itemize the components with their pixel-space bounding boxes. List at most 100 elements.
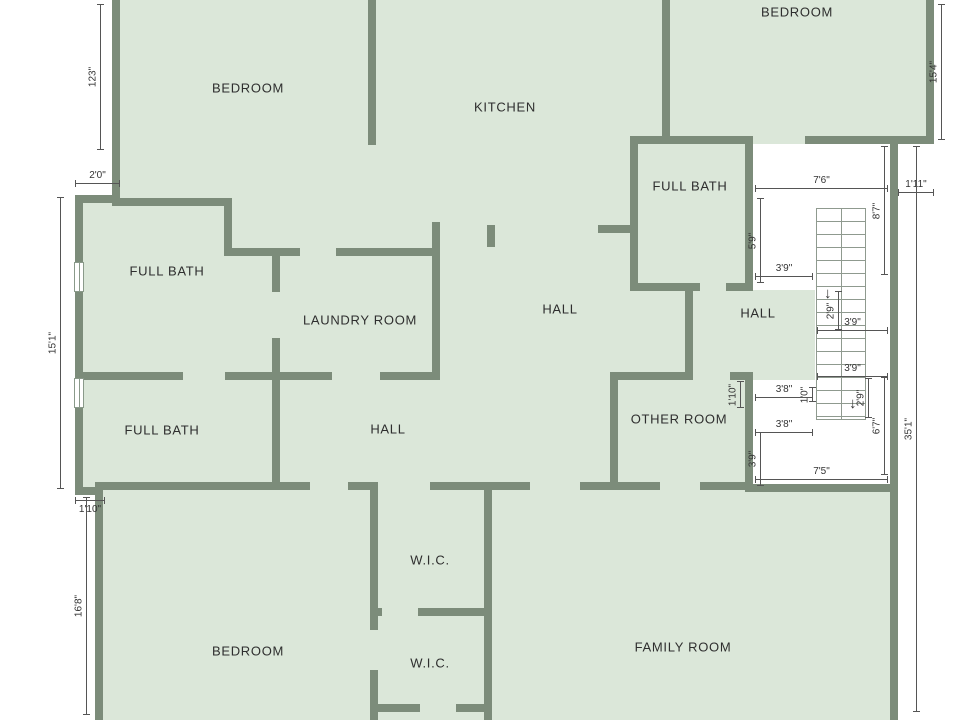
wall — [430, 482, 498, 490]
dimension-text: 15'1" — [47, 331, 59, 355]
dimension-line — [865, 378, 872, 418]
wall — [336, 248, 440, 256]
wall — [83, 372, 183, 380]
room-label-wic-lower: W.I.C. — [410, 655, 450, 671]
wall — [745, 372, 753, 492]
dimension-text: 35'1" — [903, 417, 915, 441]
dimension-line — [757, 198, 764, 283]
wall — [75, 195, 120, 203]
room-label-bedroom-bottom-left: BEDROOM — [211, 643, 285, 659]
dimension-text: 1'0" — [799, 386, 811, 403]
dimension-text: 3'9" — [844, 317, 861, 328]
dimension-text: 1'10" — [78, 504, 102, 515]
wall — [580, 482, 618, 490]
floor-area — [112, 0, 934, 144]
room-label-hall-right: HALL — [740, 305, 776, 321]
wall — [745, 136, 753, 291]
dimension-text: 16'8" — [73, 594, 85, 618]
wall — [368, 0, 376, 145]
staircase-divider-line — [841, 209, 842, 419]
wall — [745, 484, 898, 492]
dimension-line — [75, 497, 105, 504]
room-label-other-room: OTHER ROOM — [630, 411, 728, 427]
window-pane-line — [79, 263, 80, 291]
dimension-line — [835, 291, 842, 330]
wall — [805, 136, 934, 144]
dimension-line — [755, 394, 813, 401]
wall — [272, 372, 332, 380]
dimension-text: 2'0" — [89, 170, 106, 181]
dimension-line — [817, 327, 888, 334]
wall — [484, 482, 530, 490]
stairs-down-arrow-icon: ↓ — [849, 395, 857, 412]
dimension-line — [881, 377, 888, 475]
room-label-full-bath-lower-left: FULL BATH — [124, 422, 200, 438]
dimension-line — [881, 146, 888, 275]
dimension-text: 6'7" — [871, 417, 883, 435]
room-label-laundry-room: LAUNDRY ROOM — [302, 312, 418, 328]
dimension-line — [913, 146, 920, 712]
wall — [370, 482, 378, 630]
dimension-text: 7'5" — [813, 466, 830, 477]
wall — [700, 482, 753, 490]
wall — [224, 198, 232, 256]
dimension-line — [755, 429, 813, 436]
wall — [890, 136, 898, 720]
wall — [370, 608, 382, 616]
wall — [685, 291, 693, 380]
wall — [225, 372, 272, 380]
wall — [112, 0, 120, 203]
wall — [598, 225, 638, 233]
room-label-hall-lower: HALL — [370, 421, 406, 437]
wall — [75, 487, 103, 495]
room-label-full-bath-upper-left: FULL BATH — [129, 263, 205, 279]
dimension-line — [97, 4, 104, 150]
wall — [662, 0, 670, 138]
wall — [272, 338, 280, 378]
dimension-text: 3'9" — [844, 363, 861, 374]
dimension-text: 15'4" — [928, 60, 940, 84]
wall — [272, 372, 280, 487]
wall — [272, 248, 280, 292]
window-icon — [74, 378, 84, 408]
room-label-bedroom-top-right: BEDROOM — [760, 4, 834, 20]
dimension-text: 123" — [87, 66, 99, 88]
wall — [95, 487, 103, 720]
wall — [456, 704, 492, 712]
dimension-line — [755, 476, 888, 483]
wall — [484, 482, 492, 720]
room-label-family-room: FAMILY ROOM — [634, 639, 732, 655]
wall — [630, 136, 638, 291]
dimension-line — [57, 197, 64, 489]
wall — [370, 704, 420, 712]
dimension-line — [755, 185, 888, 192]
dimension-text: 5'9" — [747, 232, 759, 249]
wall — [95, 482, 310, 490]
wall — [112, 198, 232, 206]
dimension-text: 3'8" — [775, 384, 793, 395]
dimension-line — [737, 381, 744, 408]
room-label-wic-upper: W.I.C. — [410, 552, 450, 568]
wall — [432, 222, 440, 378]
wall — [726, 283, 753, 291]
dimension-line — [938, 4, 945, 140]
dimension-line — [83, 497, 90, 715]
wall — [487, 225, 495, 247]
dimension-text: 8'7" — [871, 202, 883, 219]
room-label-kitchen: KITCHEN — [474, 99, 536, 115]
dimension-text: 2'9" — [825, 302, 837, 319]
room-label-bedroom-top-left: BEDROOM — [211, 80, 285, 96]
dimension-line — [755, 273, 813, 280]
wall — [926, 0, 934, 144]
wall — [610, 372, 618, 490]
dimension-line — [757, 432, 764, 486]
wall — [224, 248, 300, 256]
wall — [75, 195, 83, 495]
room-label-full-bath-right: FULL BATH — [652, 178, 728, 194]
wall — [610, 482, 660, 490]
wall — [610, 372, 690, 380]
wall — [630, 136, 752, 144]
window-pane-line — [79, 379, 80, 407]
dimension-text: 1'10" — [727, 383, 739, 406]
